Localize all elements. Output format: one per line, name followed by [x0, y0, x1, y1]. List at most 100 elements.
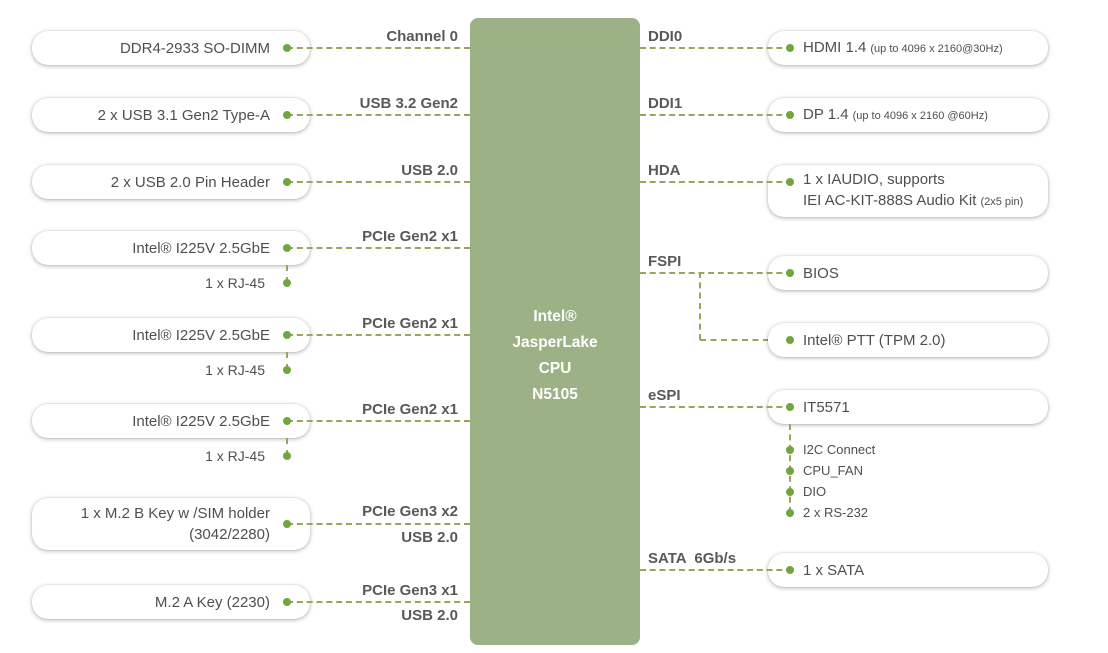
device-label: 1 x IAUDIO, supports	[803, 171, 945, 188]
port-label-rj45-2: 1 x RJ-45	[205, 362, 265, 378]
bus-label-channel0: Channel 0	[386, 28, 458, 45]
device-label: DP 1.4(up to 4096 x 2160 @60Hz)	[803, 104, 988, 127]
device-label-main: IEI AC-KIT-888S Audio Kit	[803, 192, 977, 209]
node-dot	[786, 446, 794, 454]
ec-function-i2c: I2C Connect	[803, 442, 876, 457]
bus-label-pcie-gen2-3: PCIe Gen2 x1	[362, 401, 458, 418]
node-dot	[283, 417, 291, 425]
node-dot	[283, 244, 291, 252]
bus-line-pcie-gen3x2	[287, 523, 470, 525]
device-label-line2: IEI AC-KIT-888S Audio Kit(2x5 pin)	[803, 190, 1023, 213]
port-line	[286, 438, 288, 456]
bus-label-hda: HDA	[648, 162, 681, 179]
device-label: 2 x USB 3.1 Gen2 Type-A	[97, 106, 270, 124]
device-label-line2: (3042/2280)	[189, 526, 270, 543]
device-box-usb20-header: 2 x USB 2.0 Pin Header	[32, 165, 310, 199]
bus-line-ddi1	[640, 114, 792, 116]
bus-label-espi: eSPI	[648, 387, 681, 404]
device-box-audio: 1 x IAUDIO, supports IEI AC-KIT-888S Aud…	[768, 165, 1048, 217]
cpu-model: N5105	[532, 385, 578, 403]
bus-line-pcie-gen2-2	[287, 334, 470, 336]
device-box-dp: DP 1.4(up to 4096 x 2160 @60Hz)	[768, 98, 1048, 132]
bus-label-m2b-usb20: USB 2.0	[401, 529, 458, 546]
fspi-branch-hline	[700, 339, 790, 341]
port-line	[286, 265, 288, 283]
bus-line-pcie-gen2-1	[287, 247, 470, 249]
ec-function-rs232: 2 x RS-232	[803, 505, 869, 520]
bus-line-fspi	[640, 272, 792, 274]
bus-line-channel0	[287, 47, 470, 49]
node-dot	[283, 44, 291, 52]
device-box-hdmi: HDMI 1.4(up to 4096 x 2160@30Hz)	[768, 31, 1048, 65]
port-line	[286, 352, 288, 370]
device-label-note: (up to 4096 x 2160 @60Hz)	[852, 109, 988, 122]
node-dot	[786, 403, 794, 411]
device-label: Intel® PTT (TPM 2.0)	[803, 331, 946, 349]
bus-line-espi	[640, 406, 792, 408]
bus-label-m2a-usb20: USB 2.0	[401, 607, 458, 624]
node-dot	[786, 488, 794, 496]
device-label: Intel® I225V 2.5GbE	[132, 412, 270, 430]
device-box-i225v-3: Intel® I225V 2.5GbE	[32, 404, 310, 438]
device-label: Intel® I225V 2.5GbE	[132, 239, 270, 257]
node-dot	[283, 452, 291, 460]
device-box-i225v-1: Intel® I225V 2.5GbE	[32, 231, 310, 265]
bus-line-hda	[640, 181, 792, 183]
bus-label-pcie-gen2-1: PCIe Gen2 x1	[362, 228, 458, 245]
node-dot	[283, 178, 291, 186]
bus-label-usb20: USB 2.0	[401, 162, 458, 179]
node-dot	[786, 509, 794, 517]
bus-label-fspi: FSPI	[648, 253, 682, 270]
bus-line-pcie-gen3x1	[287, 601, 470, 603]
cpu-block: Intel® JasperLake CPU N5105	[470, 18, 640, 645]
node-dot	[786, 111, 794, 119]
device-label-main: DP 1.4	[803, 105, 849, 123]
node-dot	[786, 44, 794, 52]
node-dot	[786, 566, 794, 574]
bus-label-sata: SATA 6Gb/s	[648, 550, 737, 567]
bus-line-usb32	[287, 114, 470, 116]
node-dot	[283, 366, 291, 374]
bus-label-pcie-gen2-2: PCIe Gen2 x1	[362, 315, 458, 332]
bus-label-pcie-gen3x2: PCIe Gen3 x2	[362, 503, 458, 520]
bus-line-sata	[640, 569, 792, 571]
port-label-rj45-3: 1 x RJ-45	[205, 448, 265, 464]
fspi-branch-vline	[699, 272, 701, 340]
ec-function-cpufan: CPU_FAN	[803, 463, 863, 478]
device-label-note: (up to 4096 x 2160@30Hz)	[870, 42, 1003, 55]
node-dot	[283, 279, 291, 287]
device-label: DDR4-2933 SO-DIMM	[119, 39, 270, 57]
bus-line-usb20	[287, 181, 470, 183]
port-label-rj45-1: 1 x RJ-45	[205, 275, 265, 291]
device-label: Intel® I225V 2.5GbE	[132, 326, 270, 344]
device-box-it5571: IT5571	[768, 390, 1048, 424]
node-dot	[786, 467, 794, 475]
node-dot	[786, 178, 794, 186]
node-dot	[283, 520, 291, 528]
device-label: BIOS	[803, 264, 839, 282]
device-box-usb31-typea: 2 x USB 3.1 Gen2 Type-A	[32, 98, 310, 132]
cpu-brand: Intel®	[533, 307, 577, 325]
bus-line-ddi0	[640, 47, 792, 49]
device-box-i225v-2: Intel® I225V 2.5GbE	[32, 318, 310, 352]
cpu-family: JasperLake	[512, 333, 598, 351]
device-box-ddr4-sodimm: DDR4-2933 SO-DIMM	[32, 31, 310, 65]
node-dot	[283, 598, 291, 606]
device-box-m2-bkey: 1 x M.2 B Key w /SIM holder (3042/2280)	[32, 498, 310, 550]
node-dot	[786, 336, 794, 344]
device-box-tpm: Intel® PTT (TPM 2.0)	[768, 323, 1048, 357]
device-box-bios: BIOS	[768, 256, 1048, 290]
device-label-main: HDMI 1.4	[803, 38, 867, 56]
device-label-note: (2x5 pin)	[980, 196, 1024, 208]
device-box-sata: 1 x SATA	[768, 553, 1048, 587]
bus-label-ddi0: DDI0	[648, 28, 683, 45]
node-dot	[786, 269, 794, 277]
bus-label-ddi1: DDI1	[648, 95, 683, 112]
device-label: 1 x M.2 B Key w /SIM holder	[80, 505, 270, 522]
device-label: M.2 A Key (2230)	[154, 593, 270, 611]
node-dot	[283, 111, 291, 119]
bus-line-pcie-gen2-3	[287, 420, 470, 422]
device-label: HDMI 1.4(up to 4096 x 2160@30Hz)	[803, 37, 1003, 60]
bus-label-pcie-gen3x1: PCIe Gen3 x1	[362, 582, 458, 599]
